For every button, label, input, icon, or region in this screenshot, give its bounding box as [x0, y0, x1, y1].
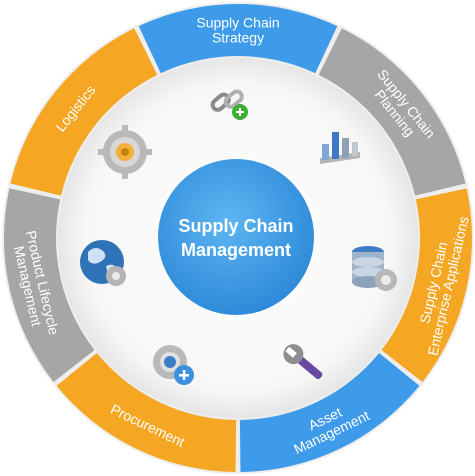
center-title-line2: Management	[181, 240, 291, 260]
center-circle	[158, 159, 314, 315]
bar-chart-icon	[320, 132, 360, 164]
segments-layer	[3, 4, 473, 472]
gear-add-icon	[153, 345, 194, 385]
segment-procurement	[56, 352, 237, 472]
globe-gear-icon	[80, 240, 126, 286]
segment-planning	[318, 28, 466, 196]
gear-icon	[98, 125, 152, 179]
segment-enterprise	[381, 188, 473, 382]
segment-strategy	[138, 4, 338, 74]
segment-logistics	[10, 28, 158, 196]
wrench-icon	[283, 344, 323, 380]
segment-asset	[239, 352, 420, 472]
segment-lifecycle	[3, 188, 95, 382]
link-add-icon	[210, 89, 248, 120]
segment-label-line: Supply Chain	[196, 15, 279, 31]
center-title-line1: Supply Chain	[178, 216, 293, 236]
segment-label-line: Strategy	[212, 30, 264, 46]
database-gear-icon	[352, 246, 397, 291]
